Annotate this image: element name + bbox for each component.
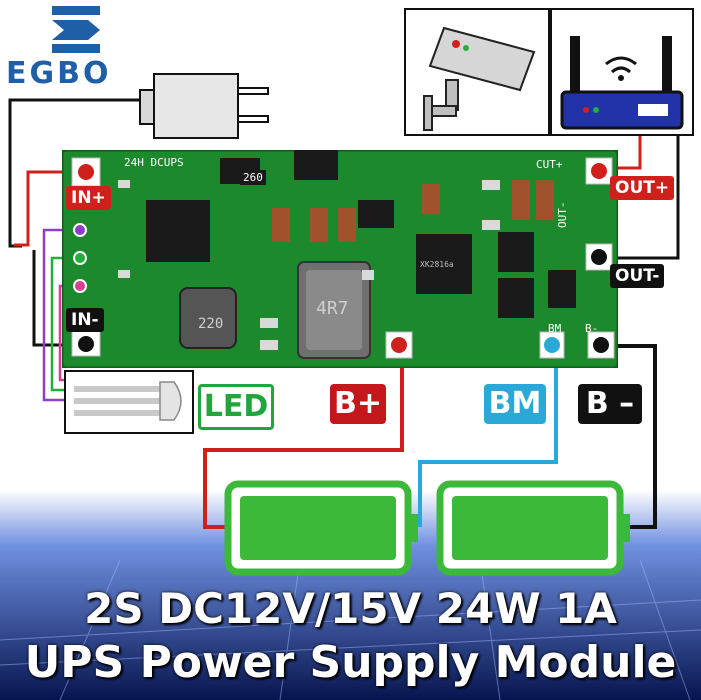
b-plus-label: B+ — [330, 384, 386, 424]
in-plus-label: IN+ — [66, 186, 111, 210]
led-component-icon — [64, 370, 194, 434]
small-inductor-label: 220 — [198, 316, 224, 332]
battery-2-icon — [436, 480, 630, 576]
out-plus-label: OUT+ — [610, 176, 675, 200]
banner-title-line-1: 2S DC12V/15V 24W 1A — [84, 584, 617, 633]
power-adapter-icon — [139, 73, 269, 139]
pcb-silk-out-minus: OUT- — [556, 201, 569, 229]
router-icon — [550, 8, 694, 136]
led-label: LED — [198, 384, 274, 430]
ups-pcb-board — [62, 150, 618, 368]
pcb-silk-title: 24H DCUPS — [124, 156, 184, 169]
resistor-label: 260 — [240, 170, 266, 185]
out-minus-label: OUT- — [610, 264, 665, 288]
banner-title-line-2: UPS Power Supply Module — [24, 637, 677, 688]
in-minus-label: IN- — [66, 308, 104, 332]
battery-1-icon — [224, 480, 418, 576]
bm-label: BM — [484, 384, 546, 424]
security-camera-icon — [404, 8, 550, 136]
pcb-silk-b-minus: B- — [585, 322, 599, 335]
pcb-silk-bm: BM — [548, 322, 562, 335]
chip-label: XK2816a — [420, 260, 454, 269]
b-minus-label: B – — [578, 384, 642, 424]
brand-logo-text: EGBO — [6, 56, 112, 91]
pcb-silk-out-plus: CUT+ — [536, 158, 563, 171]
brand-logo-mark-icon — [52, 6, 100, 53]
large-inductor-label: 4R7 — [316, 298, 349, 319]
